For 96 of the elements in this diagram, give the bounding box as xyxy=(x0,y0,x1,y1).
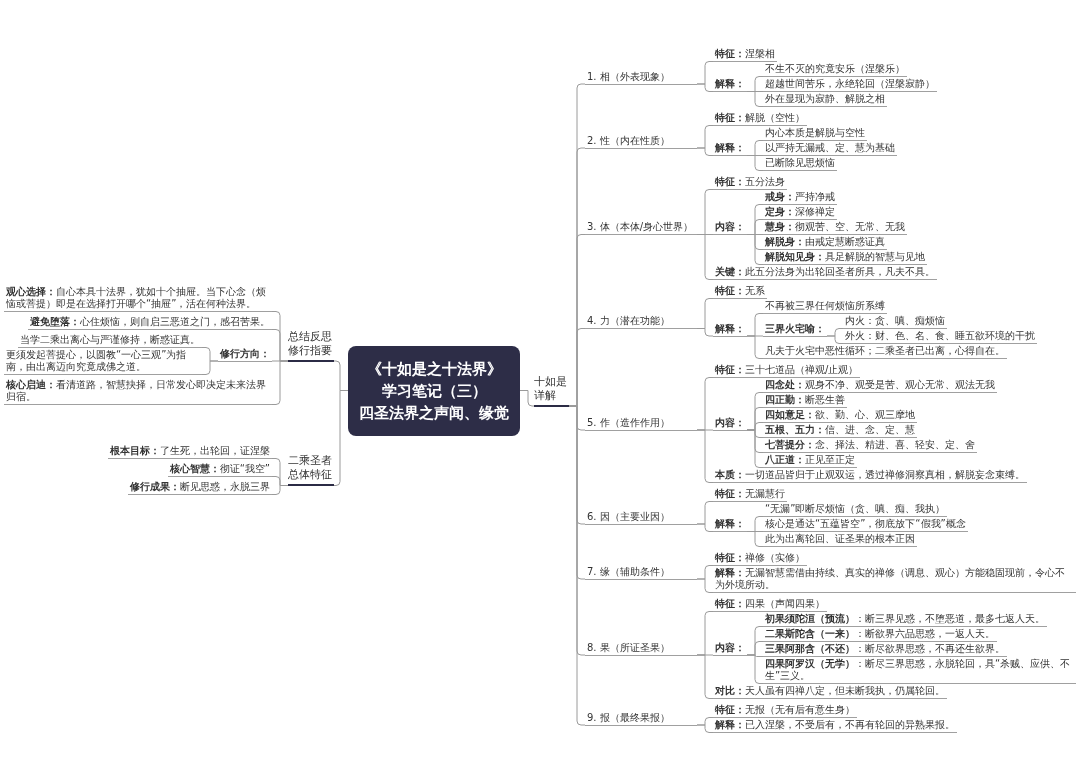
title-text: 四圣法界之声闻、缘觉 xyxy=(358,402,510,424)
topic-label: “无漏”即断尽烦恼（贪、嗔、痴、我执） xyxy=(763,503,948,517)
topic-label: 对比：天人虽有四禅八定，但未断我执，仍属轮回。 xyxy=(713,685,947,699)
topic-label: 四果阿罗汉（无学）：断尽三界思惑，永脱轮回，具“杀贼、应供、不生”三义。 xyxy=(763,658,1076,684)
branch-label: 二乘圣者总体特征 xyxy=(288,454,334,486)
topic-label: 4. 力（潜在功能） xyxy=(585,315,697,329)
topic-label: 内心本质是解脱与空性 xyxy=(763,127,867,141)
connector-line xyxy=(696,578,714,593)
connector-line xyxy=(746,654,764,684)
central-topic-box xyxy=(348,345,520,436)
connector-line xyxy=(271,360,289,405)
topic-label: 慧身：彻观苦、空、无常、无我 xyxy=(763,221,907,235)
topic-label: 7. 缘（辅助条件） xyxy=(585,565,697,580)
topic-label: 外在显现为寂静、解脱之相 xyxy=(763,93,887,107)
topic-label: 5. 作（造作作用） xyxy=(585,416,697,431)
topic-label: 不生不灭的究竟安乐（涅槃乐） xyxy=(763,63,907,77)
connector-line xyxy=(519,390,535,407)
topic-label: 内容： xyxy=(713,221,747,235)
topic-label: 二果斯陀含（一来）：断欲界六品思惑，一返人天。 xyxy=(763,628,997,642)
topic-label: 四正勤：断恶生善 xyxy=(763,394,847,408)
topic-label: 凡夫于火宅中恶性循环；二乘圣者已出离，心得自在。 xyxy=(763,345,1007,359)
topic-label: 当学二乘出离心与严谨修持，断惑证真。 xyxy=(18,334,202,348)
connector-line xyxy=(696,724,714,733)
connector-line xyxy=(201,360,219,375)
title-text: 《十如是之十法界》 xyxy=(365,358,503,380)
topic-label: 不再被三界任何烦恼所系缚 xyxy=(763,300,887,314)
topic-label: 观心选择：自心本具十法界，犹如十个抽屉。当下心念（烦恼或菩提）即是在选择打开哪个“抽屉”，活在何种法界。 xyxy=(4,286,272,312)
title-text: 学习笔记（三） xyxy=(380,380,488,402)
connector-line xyxy=(271,485,289,495)
topic-label: 三界火宅喻： xyxy=(763,322,827,337)
topic-label: 6. 因（主要业因） xyxy=(585,510,697,525)
branch-label: 十如是详解 xyxy=(534,374,569,407)
topic-label: 以严持无漏戒、定、慧为基础 xyxy=(763,142,897,156)
topic-label: 戒身：严持净戒 xyxy=(763,191,837,205)
topic-label: 特征：三十七道品（禅观/止观） xyxy=(713,364,861,378)
topic-label: 特征：解脱（空性） xyxy=(713,112,807,126)
connector-line xyxy=(696,328,714,337)
topic-label: 核心智慧：彻证“我空” xyxy=(167,463,272,477)
topic-label: 解释：已入涅槃，不受后有，不再有轮回的异熟果报。 xyxy=(713,719,957,733)
topic-label: 解释： xyxy=(713,322,747,337)
topic-label: 特征：无报（无有后有意生身） xyxy=(713,704,857,718)
topic-label: 五根、五力：信、进、念、定、慧 xyxy=(763,424,917,438)
connector-line xyxy=(696,147,714,156)
connector-line xyxy=(826,335,844,344)
topic-label: 更须发起菩提心，以圆教“一心三观”为指南，由出离迈向究竟成佛之道。 xyxy=(4,349,202,375)
topic-label: 四念处：观身不净、观受是苦、观心无常、观法无我 xyxy=(763,379,997,393)
branch-label: 总结反思修行指要 xyxy=(288,329,334,362)
topic-label: 八正道：正见至正定 xyxy=(763,454,857,468)
topic-label: 七菩提分：念、择法、精进、喜、轻安、定、舍 xyxy=(763,439,977,453)
topic-label: 8. 果（所证圣果） xyxy=(585,641,697,656)
topic-label: 9. 报（最终果报） xyxy=(585,711,697,726)
topic-label: 外火：财、色、名、食、睡五欲环境的干扰 xyxy=(843,330,1037,344)
topic-label: 修行成果：断见思惑，永脱三界 xyxy=(128,481,272,495)
topic-label: 初果须陀洹（预流）：断三界见惑，不堕恶道，最多七返人天。 xyxy=(763,613,1047,627)
topic-label: 特征：无系 xyxy=(713,285,767,299)
connector-line xyxy=(568,405,586,726)
connector-line xyxy=(746,91,764,107)
topic-label: 内容： xyxy=(713,641,747,656)
topic-label: 解脱知见身：具足解脱的智慧与见地 xyxy=(763,251,927,265)
topic-label: 定身：深修禅定 xyxy=(763,206,837,220)
topic-label: 超越世间苦乐，永绝轮回（涅槃寂静） xyxy=(763,78,937,92)
connector-line xyxy=(746,234,764,265)
topic-label: 特征：无漏慧行 xyxy=(713,488,787,502)
connector-line xyxy=(696,523,714,532)
topic-label: 特征：五分法身 xyxy=(713,176,787,190)
topic-label: 本质：一切道品皆归于止观双运，透过禅修洞察真相，解脱妄念束缚。 xyxy=(713,469,1027,483)
topic-label: 解释：无漏智慧需借由持续、真实的禅修（调息、观心）方能稳固现前，令心不为外境所动。 xyxy=(713,567,1076,593)
topic-label: 修行方向： xyxy=(218,347,272,362)
connector-line xyxy=(696,429,714,483)
connector-line xyxy=(696,654,714,699)
connector-line xyxy=(746,429,764,468)
topic-label: 核心是通达“五蕴皆空”，彻底放下“假我”概念 xyxy=(763,518,968,532)
topic-label: 四如意足：欲、勤、心、观三摩地 xyxy=(763,409,917,423)
connector-line xyxy=(746,531,764,547)
connector-line xyxy=(746,155,764,171)
topic-label: 特征：涅槃相 xyxy=(713,48,777,62)
topic-label: 避免堕落：心住烦恼，则自启三恶道之门，感召苦果。 xyxy=(28,316,272,330)
topic-label: 特征：四果（声闻四果） xyxy=(713,598,827,612)
topic-label: 解释： xyxy=(713,142,747,156)
topic-label: 解释： xyxy=(713,78,747,92)
topic-label: 内容： xyxy=(713,416,747,431)
topic-label: 解释： xyxy=(713,518,747,532)
connector-line xyxy=(696,83,714,92)
topic-label: 1. 相（外表现象） xyxy=(585,70,697,85)
topic-label: 2. 性（内在性质） xyxy=(585,134,697,149)
topic-label: 三果阿那含（不还）：断尽欲界思惑，不再还生欲界。 xyxy=(763,643,1007,657)
topic-label: 3. 体（本体/身心世界） xyxy=(585,221,697,235)
topic-label: 特征：禅修（实修） xyxy=(713,552,807,566)
connector-line xyxy=(746,335,764,359)
topic-label: 此为出离轮回、证圣果的根本正因 xyxy=(763,533,917,547)
topic-label: 核心启迪：看清道路，智慧抉择，日常发心即决定未来法界归宿。 xyxy=(4,379,272,405)
topic-label: 已断除见思烦恼 xyxy=(763,157,837,171)
topic-label: 内火：贪、嗔、痴烦恼 xyxy=(843,315,947,329)
topic-label: 关键：此五分法身为出轮回圣者所具，凡夫不具。 xyxy=(713,266,937,280)
topic-label: 根本目标：了生死，出轮回，证涅槃 xyxy=(108,445,272,459)
topic-label: 解脱身：由戒定慧断惑证真 xyxy=(763,236,887,250)
